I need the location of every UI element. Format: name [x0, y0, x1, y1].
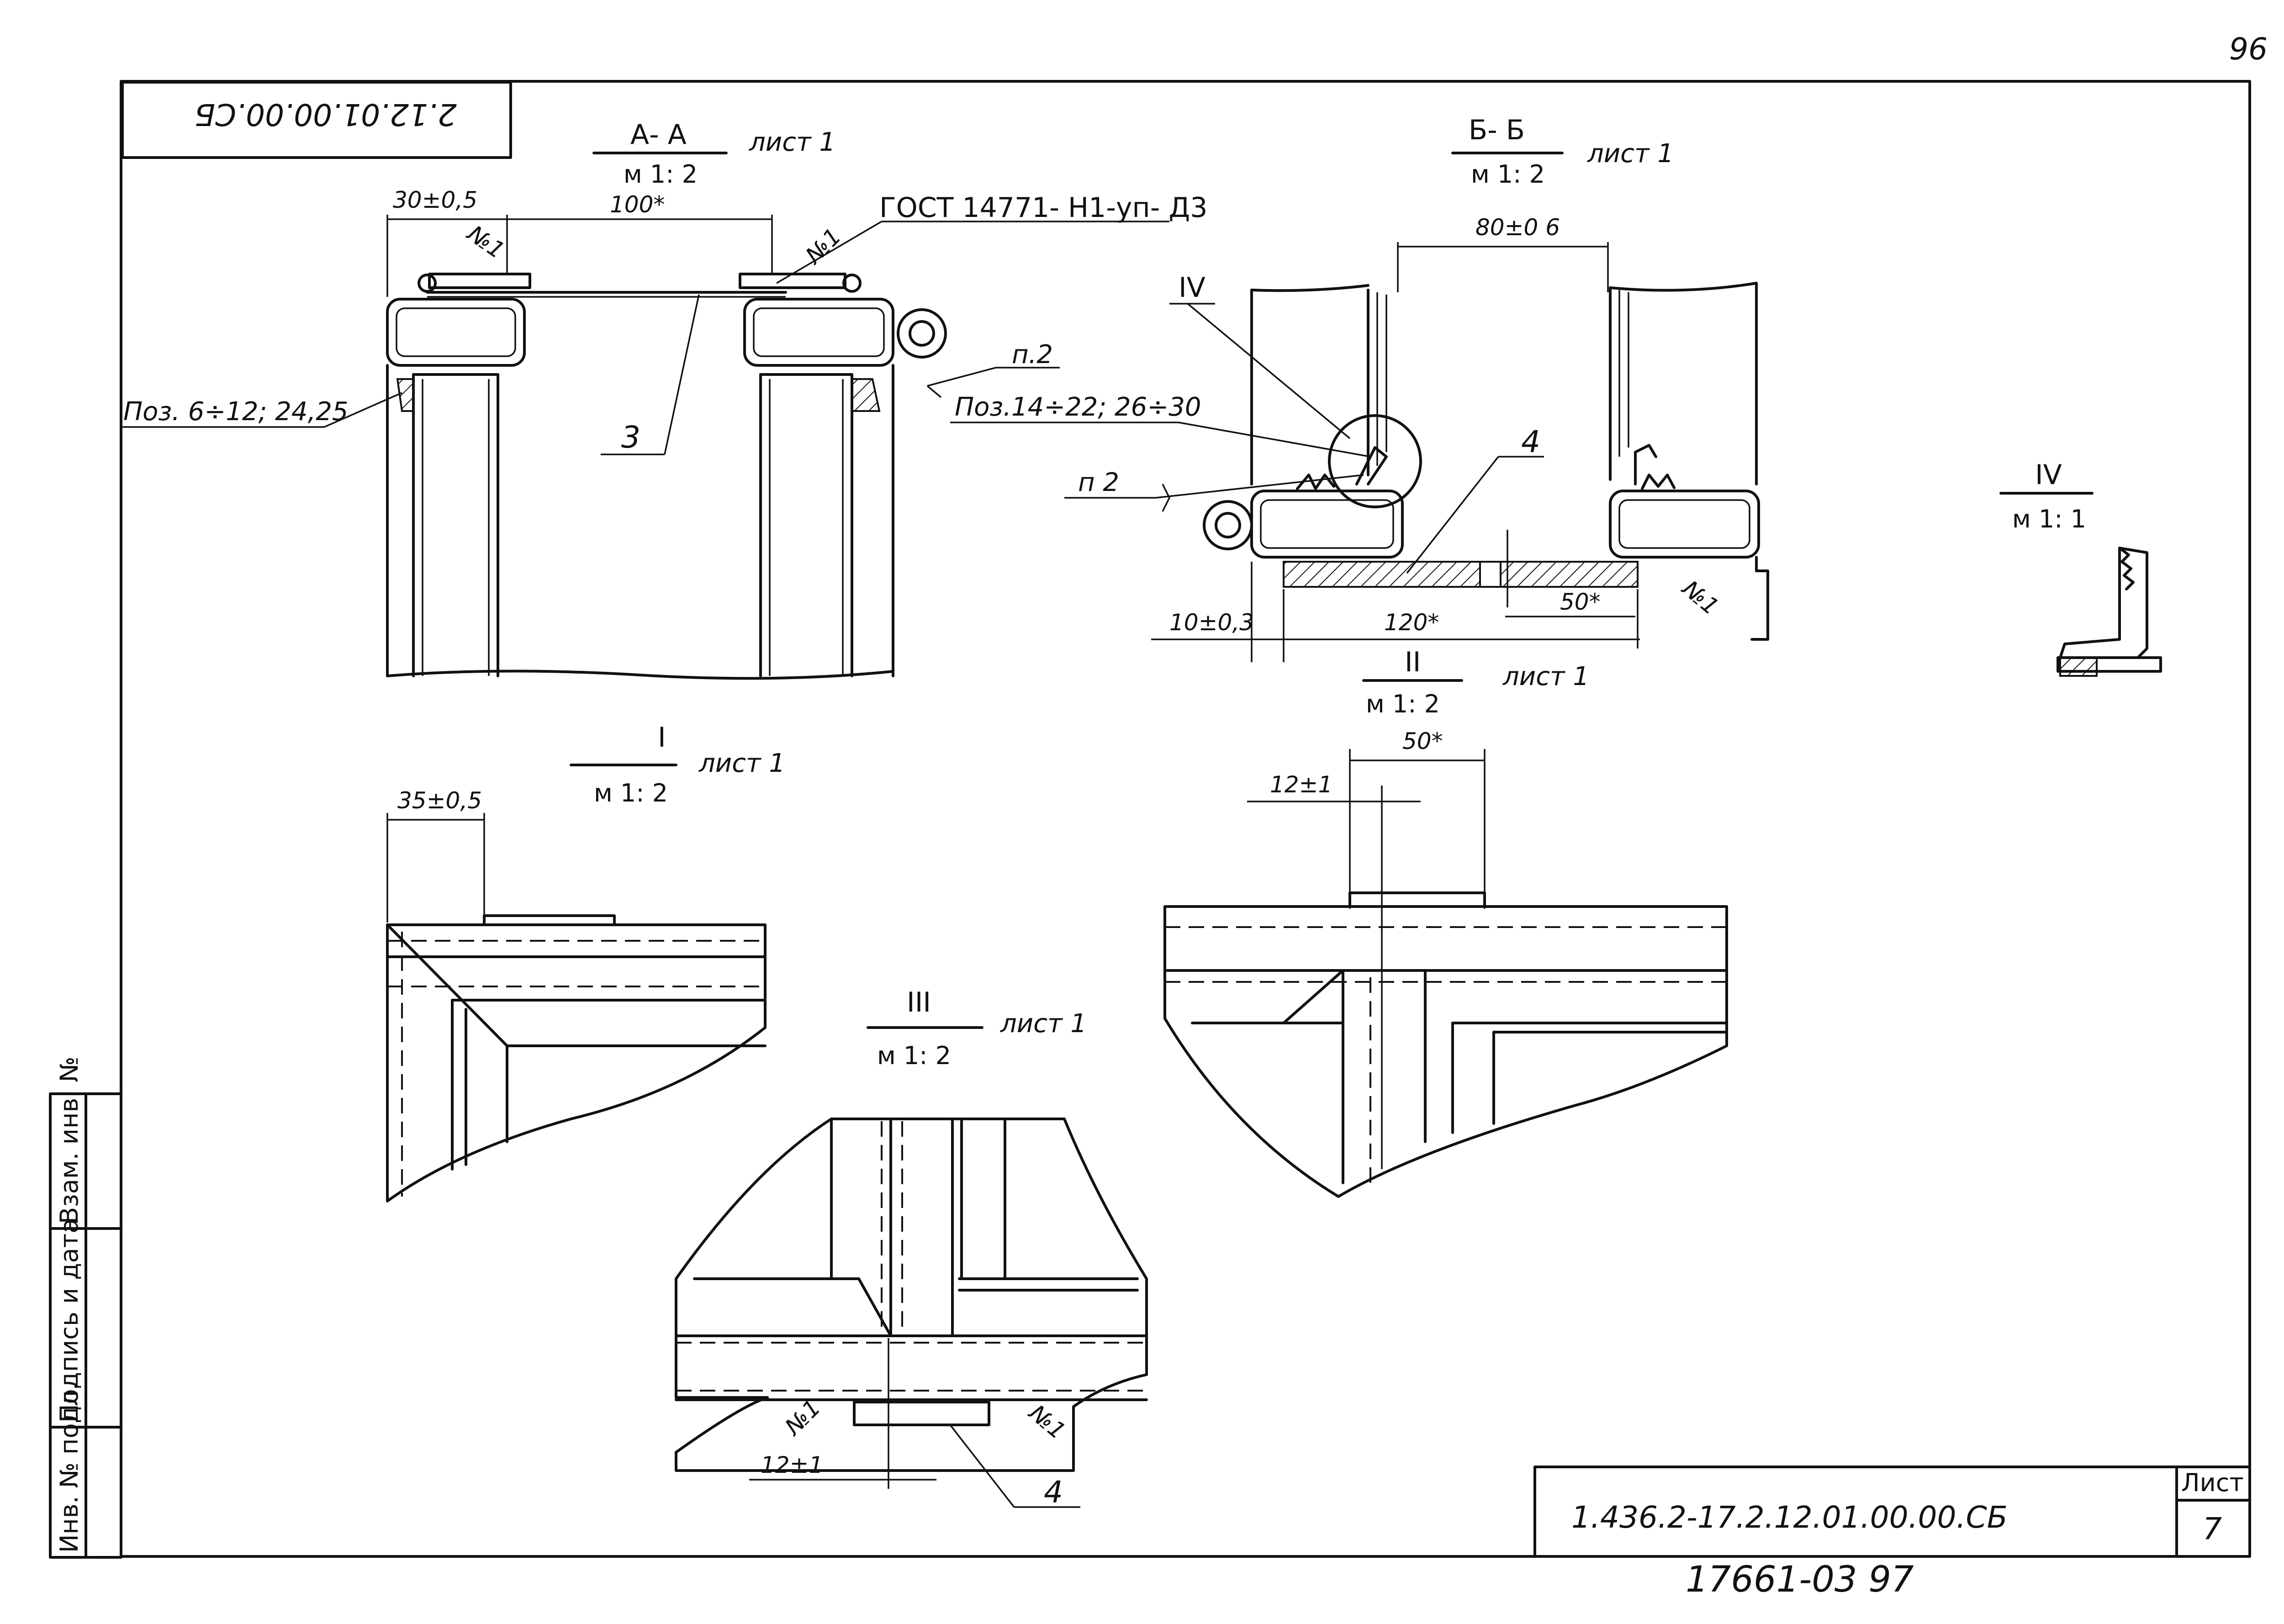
- view-3-sheet: лист 1: [1000, 1009, 1087, 1039]
- section-aa-title: А- А: [630, 119, 687, 151]
- top-stamp: 2.12.01.00.00.CБ: [121, 81, 512, 159]
- margin-sign-date: Подпись и дата: [55, 1218, 84, 1423]
- dim-100: 100*: [610, 191, 665, 218]
- section-bb-title: Б- Б: [1469, 114, 1525, 146]
- view-2-scale: м 1: 2: [1366, 690, 1440, 718]
- dim-80: 80±0 6: [1475, 214, 1560, 241]
- pos-14-22-callout: Поз.14÷22; 26÷30: [955, 392, 1201, 422]
- dim-50-bb: 50*: [1560, 589, 1601, 615]
- page-number: 96: [2229, 32, 2268, 67]
- weld-mark-aa-left: №1: [462, 220, 509, 264]
- view-1-sheet: лист 1: [698, 749, 785, 778]
- dim-12-iii: 12±1: [761, 1452, 823, 1478]
- iv-ref-callout: IV: [1179, 272, 1205, 304]
- pos-6-12-callout: Поз. 6÷12; 24,25: [123, 397, 349, 427]
- sheet-label: Лист: [2181, 1468, 2244, 1497]
- document-number: 1.436.2-17.2.12.01.00.00.СБ: [1571, 1500, 2008, 1535]
- top-stamp-code: 2.12.01.00.00.CБ: [195, 97, 457, 132]
- detail-iv: IV м 1: 1: [1999, 459, 2162, 677]
- view-2-title: II: [1405, 646, 1421, 678]
- dim-50-ii: 50*: [1402, 728, 1443, 754]
- view-4-scale: м 1: 1: [2012, 505, 2086, 533]
- item-4-bb-callout: 4: [1521, 424, 1540, 459]
- dim-12-ii: 12±1: [1270, 771, 1332, 798]
- section-bb-scale: м 1: 2: [1471, 160, 1545, 189]
- drawing-frame: [120, 80, 2251, 1558]
- section-aa-scale: м 1: 2: [624, 160, 698, 189]
- archive-number: 17661-03 97: [1686, 1559, 1914, 1600]
- section-bb-sheet: лист 1: [1587, 139, 1674, 169]
- detail-iii: III м 1: 2 лист 1 12±1 №1 №1 4: [675, 986, 1148, 1510]
- margin-inv-replace: Взам. инв. №: [55, 1056, 84, 1224]
- dim-30: 30±0,5: [393, 187, 477, 213]
- dim-120: 120*: [1384, 609, 1439, 636]
- section-aa-sheet: лист 1: [749, 127, 835, 157]
- p2-callout-b: п 2: [1078, 468, 1119, 497]
- weld-mark-iii-left: №1: [779, 1394, 825, 1441]
- view-4-title: IV: [2035, 459, 2062, 491]
- binding-margin: Взам. инв. № Подпись и дата Инв. № подл.: [49, 1056, 122, 1559]
- weld-mark-bb: №1: [1676, 575, 1724, 620]
- view-2-sheet: лист 1: [1502, 662, 1589, 691]
- dim-10: 10±0,3: [1169, 609, 1254, 636]
- section-bb: Б- Б м 1: 2 лист 1: [950, 114, 1769, 718]
- title-block: 1.436.2-17.2.12.01.00.00.СБ Лист 7: [1533, 1466, 2251, 1558]
- view-1-scale: м 1: 2: [594, 779, 668, 807]
- view-1-title: I: [658, 722, 666, 754]
- p2-callout-a: п.2: [1012, 340, 1053, 369]
- sheet-number: 7: [2203, 1511, 2222, 1546]
- view-3-title: III: [907, 986, 931, 1018]
- weld-mark-iii-right: №1: [1023, 1399, 1071, 1445]
- detail-ii: 50* 12±1: [1163, 728, 1728, 1198]
- gost-callout: ГОСТ 14771- Н1-уп- Д3: [879, 192, 1207, 224]
- item-4-iii-callout: 4: [1044, 1475, 1063, 1510]
- view-3-scale: м 1: 2: [877, 1041, 951, 1070]
- detail-i: I м 1: 2 лист 1 35±0,5: [386, 722, 785, 1202]
- item-3-callout: 3: [621, 420, 640, 455]
- dim-35: 35±0,5: [397, 787, 482, 814]
- margin-inv-orig: Инв. № подл.: [55, 1382, 84, 1553]
